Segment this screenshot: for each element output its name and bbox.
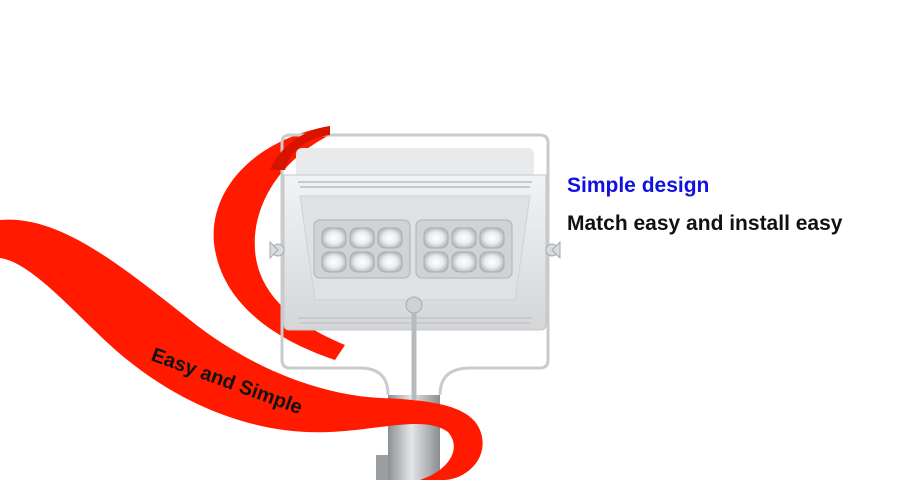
cooling-fins-top [298,181,532,188]
housing-top [296,148,534,178]
wing-nut-right [545,240,561,260]
led-lenses [321,227,505,273]
wing-nut-left [269,240,285,260]
cable-gland [405,296,423,314]
ribbon-fold [270,126,330,170]
feature-description: Match easy and install easy [567,212,843,235]
mounting-bracket [280,133,550,396]
pole-base [376,455,388,480]
ribbon-back [213,126,345,360]
ribbon-front [0,219,483,480]
feature-title: Simple design [567,174,710,197]
